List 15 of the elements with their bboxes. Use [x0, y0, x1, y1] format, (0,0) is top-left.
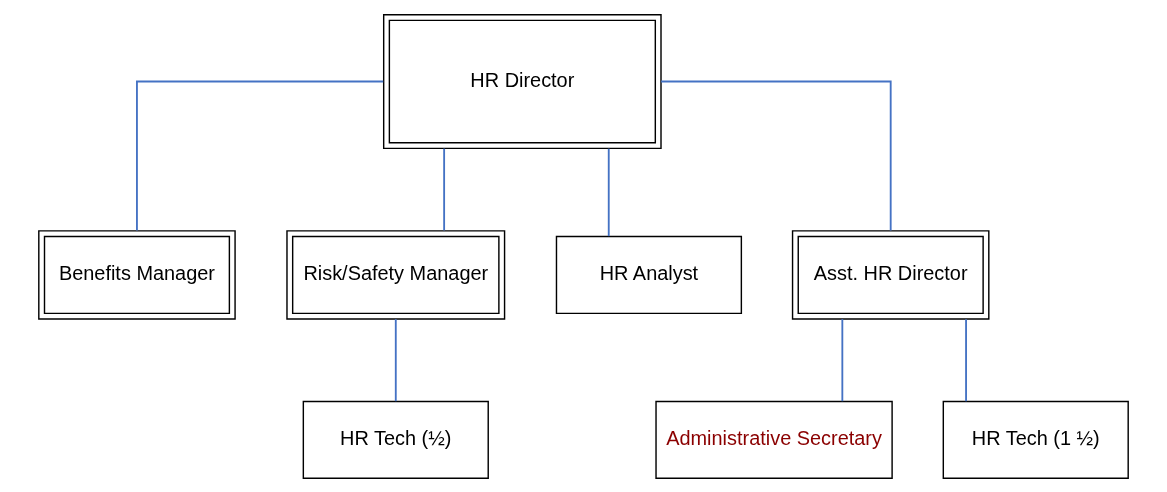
- node-box: HR Tech (½): [302, 400, 489, 479]
- node-box: HR Analyst: [555, 235, 743, 314]
- node-box: Administrative Secretary: [655, 400, 893, 479]
- connector: [607, 147, 610, 237]
- connector: [660, 80, 892, 231]
- connector: [841, 317, 844, 402]
- node-box: Risk/Safety Manager: [286, 229, 506, 320]
- node-box: HR Tech (1 ½): [942, 400, 1129, 479]
- connector: [443, 147, 446, 231]
- node-box: Asst. HR Director: [791, 229, 990, 320]
- connector: [136, 80, 385, 231]
- node-box: HR Director: [383, 13, 662, 149]
- connector: [965, 317, 967, 402]
- node-box: Benefits Manager: [38, 229, 236, 320]
- connector: [394, 317, 397, 402]
